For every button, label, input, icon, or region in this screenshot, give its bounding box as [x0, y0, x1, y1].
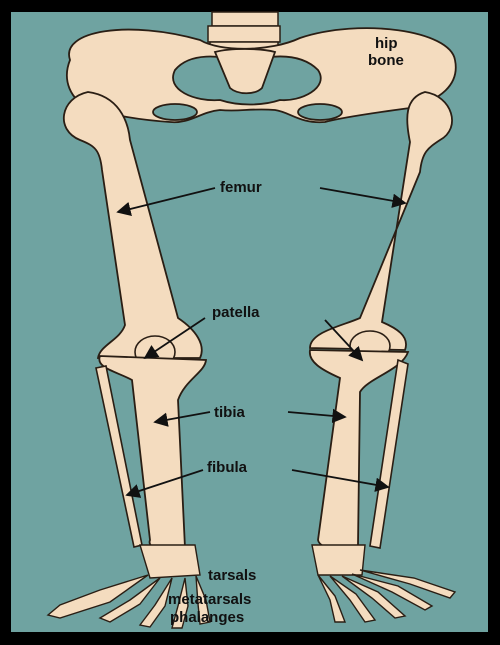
label-tarsals: tarsals [208, 567, 256, 584]
label-hip-line1: hip [375, 35, 398, 52]
label-tibia: tibia [214, 404, 245, 421]
label-hip-line2: bone [368, 52, 404, 69]
label-femur: femur [220, 179, 262, 196]
arrow-femur-right [320, 188, 405, 203]
femur-left [64, 92, 202, 358]
fibula-right [370, 360, 408, 548]
femur-right [310, 92, 452, 350]
label-phalanges: phalanges [170, 609, 244, 626]
label-patella: patella [212, 304, 260, 321]
label-fibula: fibula [207, 459, 248, 476]
label-metatarsals: metatarsals [168, 591, 251, 608]
foot-right [312, 545, 455, 622]
